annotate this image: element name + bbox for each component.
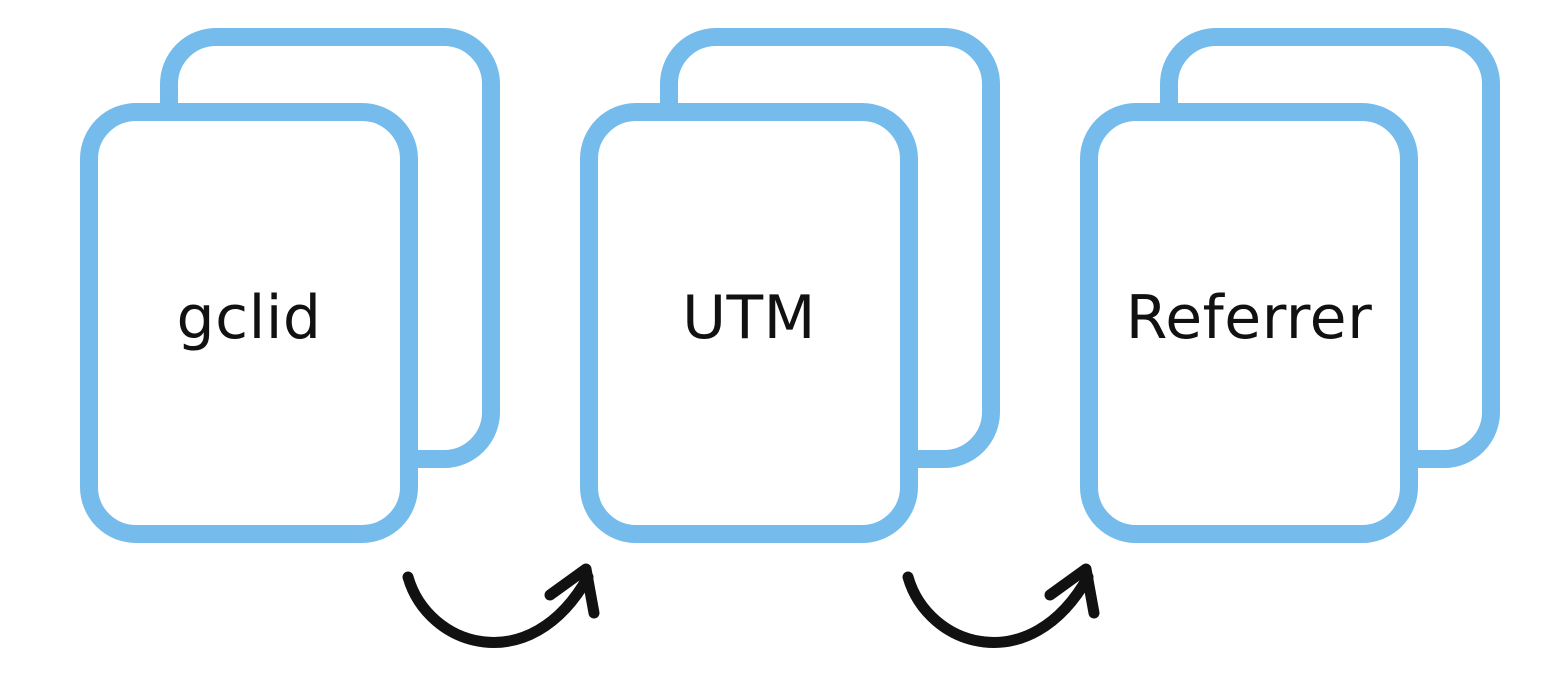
front-document-card: Referrer bbox=[1080, 103, 1418, 543]
front-document-card: UTM bbox=[580, 103, 918, 543]
curved-arrow-icon bbox=[390, 555, 610, 670]
front-document-card: gclid bbox=[80, 103, 418, 543]
step-label: Referrer bbox=[1125, 283, 1373, 353]
step-label: gclid bbox=[176, 283, 322, 353]
step-utm: UTM bbox=[500, 0, 1000, 560]
curved-arrow-icon bbox=[890, 555, 1110, 670]
step-label: UTM bbox=[682, 283, 816, 353]
step-referrer: Referrer bbox=[1000, 0, 1500, 560]
step-gclid: gclid bbox=[0, 0, 500, 560]
